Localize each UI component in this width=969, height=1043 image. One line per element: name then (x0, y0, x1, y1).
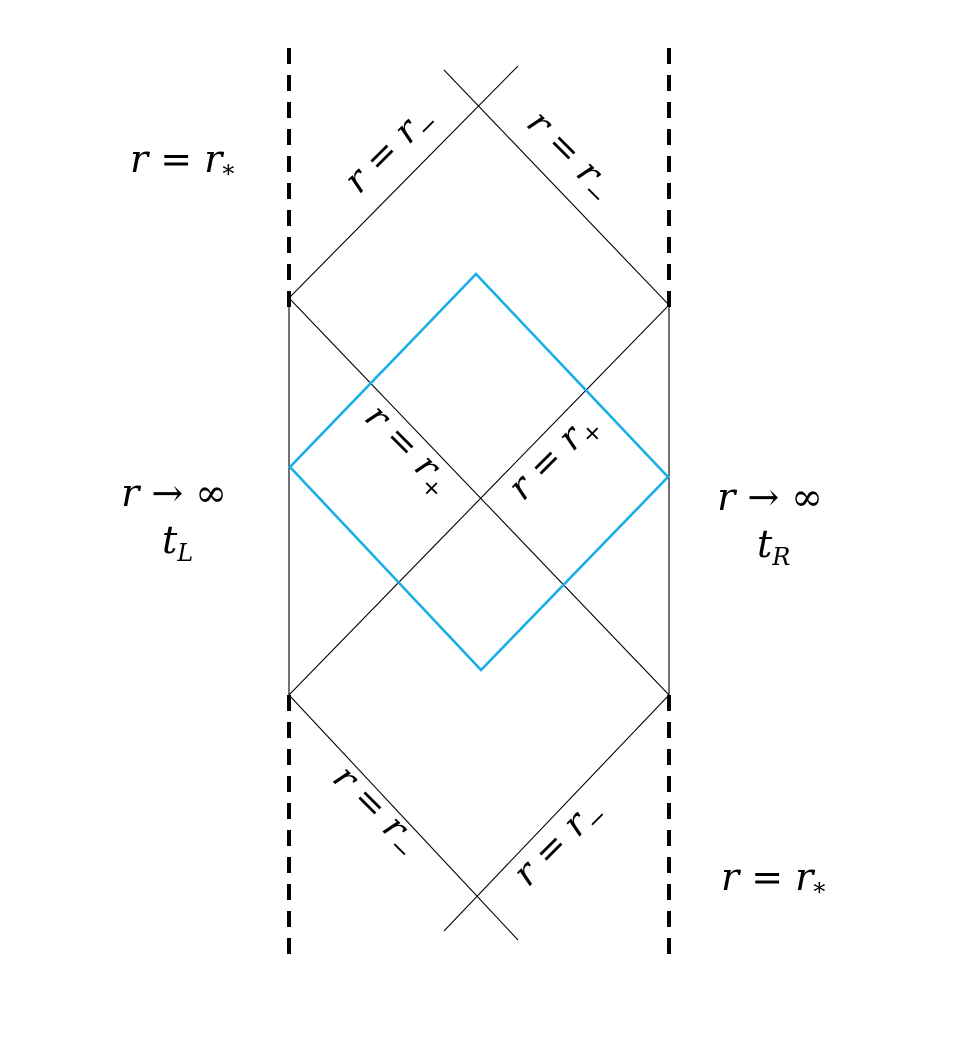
left-time-label: tL (162, 518, 193, 567)
top-right-horizon-line (443, 69, 670, 306)
bottom-right-horizon-label: r = r− (505, 789, 614, 898)
bottom-right-boundary-label: r = r* (721, 855, 825, 906)
center-left-horizon-label: r = r+ (353, 396, 462, 505)
center-left-horizon-line (288, 297, 670, 696)
right-asymptotic-label: r → ∞ (717, 475, 823, 519)
top-left-boundary-label: r = r* (130, 137, 234, 188)
bottom-left-horizon-label: r = r− (321, 757, 430, 866)
left-asymptotic-label: r → ∞ (121, 471, 227, 515)
right-time-label: tR (757, 522, 790, 571)
bottom-left-horizon-line (288, 694, 519, 941)
top-right-horizon-label: r = r− (515, 102, 624, 211)
center-right-horizon-label: r = r+ (500, 403, 609, 512)
bottom-right-horizon-line (443, 694, 670, 932)
top-left-horizon-label: r = r− (336, 96, 445, 205)
inner-square (288, 272, 670, 672)
center-right-horizon-line (288, 304, 670, 696)
top-left-horizon-line (288, 65, 519, 299)
